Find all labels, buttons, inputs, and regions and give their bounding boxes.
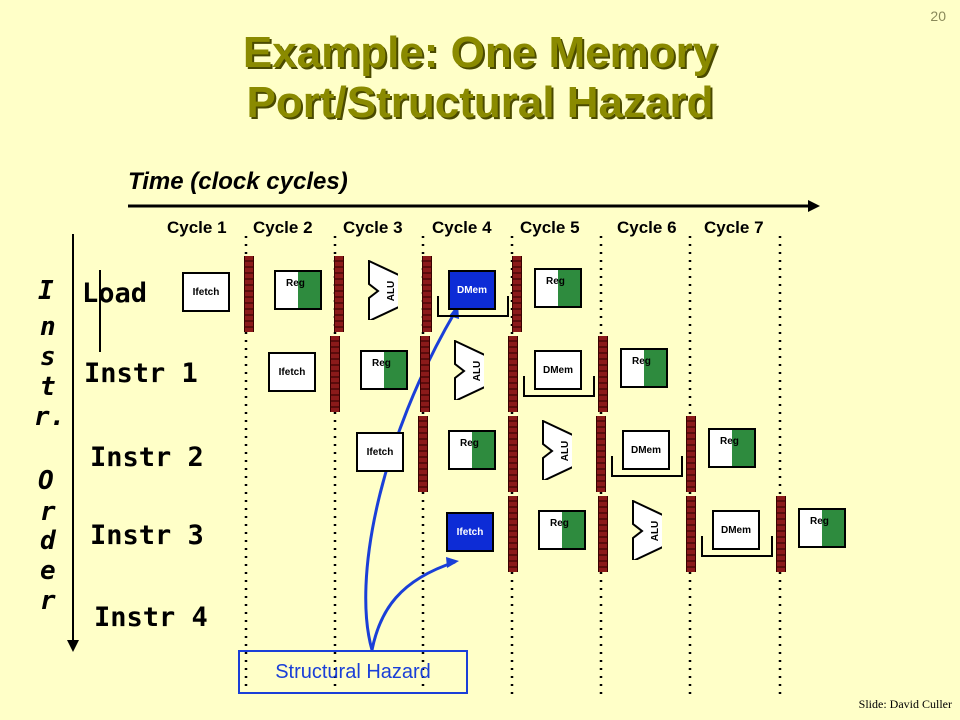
pipeline-latch xyxy=(596,416,606,492)
order-letter: t xyxy=(40,372,56,402)
order-letter: d xyxy=(40,526,56,556)
instr-label-3: Instr 3 xyxy=(90,520,204,551)
cycle-7-label: Cycle 7 xyxy=(704,218,764,237)
pipeline-latch xyxy=(686,416,696,492)
reg-label: Reg xyxy=(546,276,565,287)
cycle-6-label: Cycle 6 xyxy=(617,218,677,237)
pipeline-latch xyxy=(598,496,608,572)
order-letter: n xyxy=(40,312,56,342)
pipeline-latch xyxy=(508,416,518,492)
order-letter: I xyxy=(38,276,54,306)
reg-read-stage: Reg xyxy=(538,510,586,550)
reg-label: Reg xyxy=(720,436,739,447)
slide-credit: Slide: David Culler xyxy=(858,697,952,711)
reg-read-stage: Reg xyxy=(448,430,496,470)
pipeline-latch xyxy=(686,496,696,572)
order-axis-arrowhead xyxy=(67,640,79,652)
dmem-bypass-path xyxy=(437,296,509,317)
pipeline-latch xyxy=(334,256,344,332)
time-axis-arrowhead xyxy=(808,200,820,212)
dmem-stage: DMem xyxy=(448,270,496,310)
alu-stage: ALU xyxy=(454,340,484,400)
title-line-1: Example: One Memory xyxy=(242,28,718,77)
alu-label: ALU xyxy=(386,281,397,302)
cycle-5-label: Cycle 5 xyxy=(520,218,580,237)
slide-title: Example: One Memory Port/Structural Haza… xyxy=(0,28,960,128)
hazard-arrow-to-ifetch xyxy=(370,560,456,651)
pipeline-latch xyxy=(508,336,518,412)
order-letter: r xyxy=(40,497,56,527)
reg-write-stage: Reg xyxy=(620,348,668,388)
structural-hazard-label: Structural Hazard xyxy=(238,650,468,694)
instr-label-4: Instr 4 xyxy=(94,602,208,633)
reg-label: Reg xyxy=(550,518,569,529)
order-letter: r. xyxy=(34,402,66,432)
alu-stage: ALU xyxy=(632,500,662,560)
reg-label: Reg xyxy=(372,358,391,369)
pipeline-latch xyxy=(512,256,522,332)
time-axis-label: Time (clock cycles) xyxy=(128,168,348,195)
pipeline-latch xyxy=(244,256,254,332)
ifetch-stage: Ifetch xyxy=(446,512,494,552)
pipeline-latch xyxy=(776,496,786,572)
dmem-stage: DMem xyxy=(534,350,582,390)
reg-read-stage: Reg xyxy=(274,270,322,310)
reg-write-stage: Reg xyxy=(798,508,846,548)
alu-stage: ALU xyxy=(368,260,398,320)
pipeline-latch xyxy=(330,336,340,412)
cycle-1-label: Cycle 1 xyxy=(167,218,227,237)
ifetch-stage: Ifetch xyxy=(182,272,230,312)
reg-write-stage: Reg xyxy=(708,428,756,468)
hazard-arrowhead-ifetch xyxy=(446,557,459,568)
reg-label: Reg xyxy=(632,356,651,367)
reg-label: Reg xyxy=(810,516,829,527)
reg-label: Reg xyxy=(460,438,479,449)
instr-label-load: Load xyxy=(82,278,148,309)
reg-read-stage: Reg xyxy=(360,350,408,390)
alu-label: ALU xyxy=(472,361,483,382)
pipeline-latch xyxy=(508,496,518,572)
cycle-4-label: Cycle 4 xyxy=(432,218,492,237)
reg-label: Reg xyxy=(286,278,305,289)
alu-stage: ALU xyxy=(542,420,572,480)
dmem-stage: DMem xyxy=(712,510,760,550)
cycle-2-label: Cycle 2 xyxy=(253,218,313,237)
pipeline-latch xyxy=(598,336,608,412)
pipeline-latch xyxy=(420,336,430,412)
order-letter: e xyxy=(40,556,56,586)
dmem-stage: DMem xyxy=(622,430,670,470)
dmem-bypass-path xyxy=(523,376,595,397)
ifetch-stage: Ifetch xyxy=(268,352,316,392)
pipeline-latch xyxy=(422,256,432,332)
alu-label: ALU xyxy=(650,521,661,542)
cycle-3-label: Cycle 3 xyxy=(343,218,403,237)
title-line-2: Port/Structural Hazard xyxy=(246,78,714,127)
ifetch-stage: Ifetch xyxy=(356,432,404,472)
order-letter: O xyxy=(38,466,54,496)
dmem-bypass-path xyxy=(701,536,773,557)
order-letter: s xyxy=(40,342,56,372)
pipeline-latch xyxy=(418,416,428,492)
order-letter: r xyxy=(40,586,56,616)
reg-write-stage: Reg xyxy=(534,268,582,308)
slide-number: 20 xyxy=(930,8,946,24)
instr-label-1: Instr 1 xyxy=(84,358,198,389)
alu-label: ALU xyxy=(560,441,571,462)
dmem-bypass-path xyxy=(611,456,683,477)
instr-label-2: Instr 2 xyxy=(90,442,204,473)
